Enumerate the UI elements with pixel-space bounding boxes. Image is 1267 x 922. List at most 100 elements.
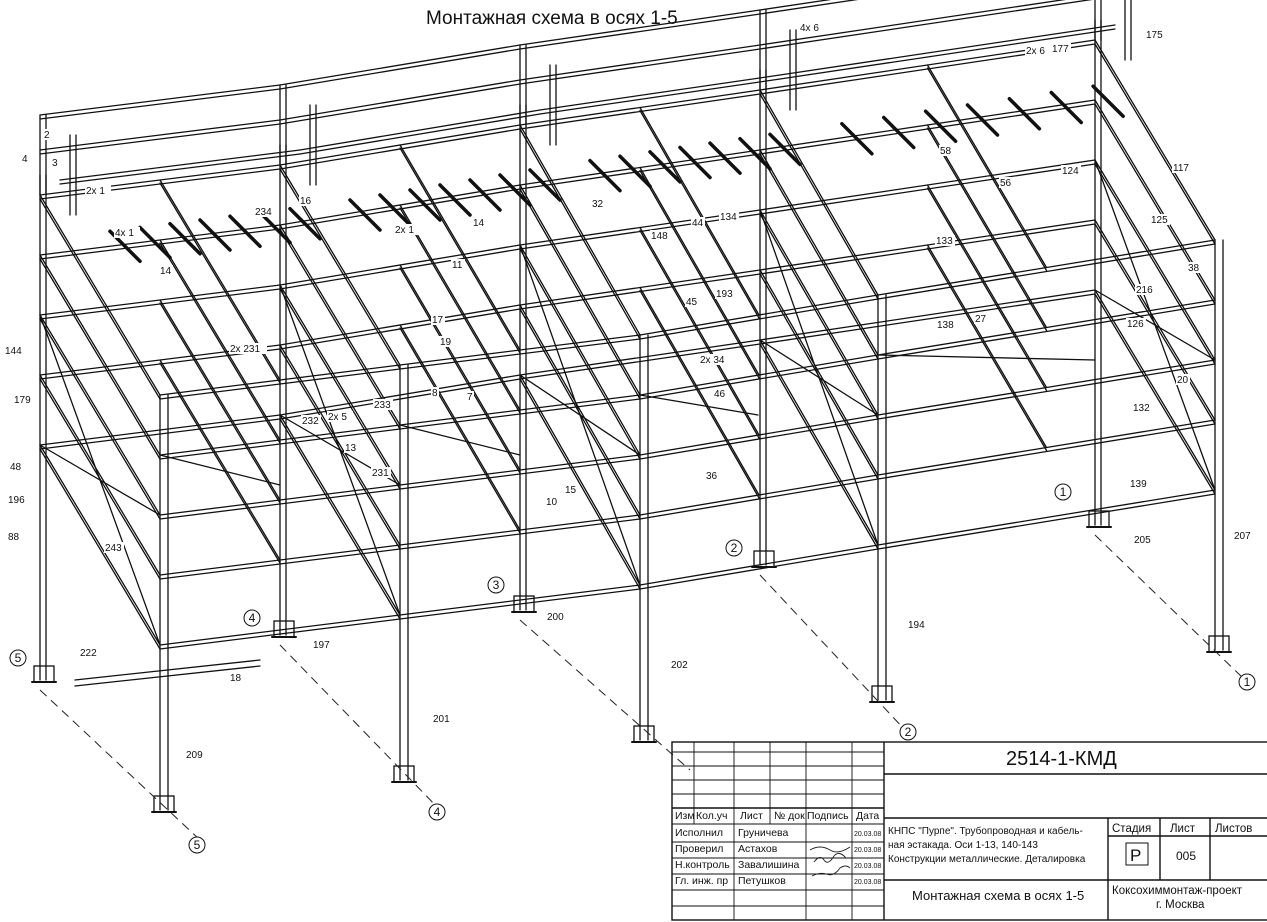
tb-stage-value: Р: [1130, 846, 1141, 865]
member-label: 48: [10, 462, 22, 473]
axis-marker-1: 1: [1238, 673, 1256, 691]
member-label: 132: [1133, 403, 1150, 414]
member-label: 222: [80, 648, 97, 659]
tb-date-3: 20.03.08: [854, 863, 881, 870]
tb-sheet-name: Монтажная схема в осях 1-5: [912, 888, 1084, 903]
member-label: 207: [1234, 531, 1251, 542]
member-label: 27: [975, 314, 987, 325]
member-label: 13: [345, 443, 357, 454]
member-label: 144: [5, 346, 22, 357]
tb-project-line-3: Конструкции металлические. Деталировка: [888, 854, 1086, 865]
member-label: 202: [671, 660, 688, 671]
svg-text:3: 3: [493, 578, 500, 592]
tb-sheet-value: 005: [1176, 849, 1196, 863]
member-label: 8: [432, 388, 438, 399]
member-label: 58: [940, 146, 952, 157]
member-label: 14: [160, 266, 172, 277]
tb-project-line-1: КНПС "Пурпе". Трубопроводная и кабель-: [888, 825, 1083, 837]
tb-sheets-header: Листов: [1215, 823, 1252, 835]
member-label: 148: [651, 231, 668, 242]
member-label: 11: [452, 260, 463, 271]
member-label: 232: [302, 416, 319, 427]
axis-marker-5: 5: [188, 836, 206, 854]
member-label: 2x 34: [700, 355, 725, 366]
tb-org-line-2: г. Москва: [1156, 899, 1205, 911]
svg-text:5: 5: [15, 651, 22, 665]
member-label: 4x 1: [115, 228, 134, 239]
svg-text:2: 2: [731, 541, 738, 555]
member-label: 14: [473, 218, 485, 229]
axis-marker-5: 5: [9, 649, 27, 667]
member-label: 126: [1127, 319, 1144, 330]
svg-text:4: 4: [249, 611, 256, 625]
member-label: 44: [692, 218, 704, 229]
tb-name-4: Петушков: [738, 875, 786, 887]
member-label: 117: [1173, 163, 1189, 174]
member-label: 38: [1188, 263, 1200, 274]
axis-marker-4: 4: [243, 609, 261, 627]
member-label: 138: [937, 320, 954, 331]
tb-role-4: Гл. инж. пр: [675, 875, 728, 887]
member-label: 196: [8, 495, 25, 506]
member-label: 216: [1136, 285, 1153, 296]
member-label: 2x 6: [1026, 46, 1045, 57]
member-label: 4x 6: [800, 23, 819, 34]
member-label: 125: [1151, 215, 1168, 226]
member-label: 2x 1: [86, 186, 105, 197]
member-label: 177: [1052, 44, 1069, 55]
tb-header-izm: Изм: [675, 810, 695, 822]
member-label: 134: [720, 212, 737, 223]
svg-text:1: 1: [1060, 485, 1067, 499]
member-label: 193: [716, 289, 733, 300]
member-label: 10: [546, 497, 558, 508]
tb-stage-header: Стадия: [1112, 823, 1151, 835]
member-label: 175: [1146, 30, 1163, 41]
svg-text:5: 5: [194, 838, 201, 852]
axis-marker-1: 1: [1054, 483, 1072, 501]
member-label: 20: [1177, 375, 1189, 386]
member-label: 139: [1130, 479, 1147, 490]
axis-marker-2: 2: [725, 539, 743, 557]
member-label: 19: [440, 337, 452, 348]
member-label: 231: [372, 468, 389, 479]
tb-date-4: 20.03.08: [854, 879, 881, 886]
svg-text:2: 2: [905, 725, 912, 739]
tb-sheet-header: Лист: [1170, 823, 1196, 835]
member-label: 233: [374, 400, 391, 411]
member-label: 3: [52, 158, 58, 169]
tb-role-3: Н.контроль: [675, 859, 730, 871]
tb-header-list: Лист: [740, 810, 763, 822]
member-label: 45: [686, 297, 698, 308]
title-block: Изм Кол.уч Лист № док Подпись Дата Испол…: [671, 741, 1267, 921]
member-label: 179: [14, 395, 31, 406]
tb-drawing-code: 2514-1-КМД: [1006, 748, 1117, 770]
member-label: 124: [1062, 166, 1079, 177]
signature-marks: [809, 846, 851, 877]
member-label: 194: [908, 620, 925, 631]
tb-header-sign: Подпись: [807, 810, 849, 822]
tb-name-1: Груничева: [738, 827, 789, 839]
member-label: 36: [706, 471, 718, 482]
tb-name-3: Завалишина: [738, 859, 800, 871]
member-label: 7: [467, 392, 473, 403]
member-label: 17: [432, 315, 444, 326]
member-label: 56: [1000, 178, 1012, 189]
member-label: 197: [313, 640, 330, 651]
axis-marker-4: 4: [428, 803, 446, 821]
member-label: 4: [22, 154, 28, 165]
tb-date-1: 20.03.08: [854, 831, 881, 838]
member-label: 243: [105, 543, 122, 554]
member-label: 209: [186, 750, 203, 761]
member-label: 133: [936, 236, 953, 247]
svg-text:4: 4: [434, 805, 441, 819]
member-label: 201: [433, 714, 450, 725]
svg-text:1: 1: [1244, 675, 1251, 689]
drawing-title: Монтажная схема в осях 1-5: [426, 8, 678, 29]
tb-header-doc: № док: [774, 810, 805, 822]
axis-marker-3: 3: [487, 576, 505, 594]
member-label: 2x 1: [395, 225, 414, 236]
tb-org-line-1: Коксохиммонтаж-проект: [1112, 885, 1243, 897]
member-label: 2x 231: [230, 344, 260, 355]
tb-header-date: Дата: [856, 810, 879, 822]
